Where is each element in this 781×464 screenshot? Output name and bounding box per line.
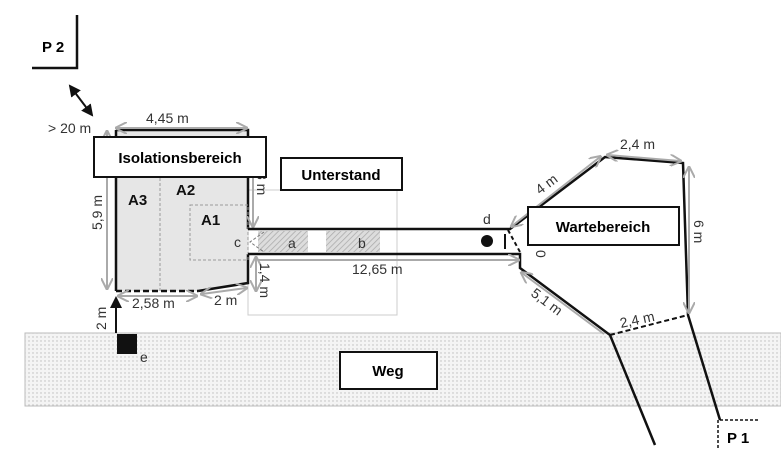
p1-label: P 1 — [727, 430, 749, 447]
iso-bottom-right-label: 2 m — [214, 292, 237, 308]
zone-a-label: a — [288, 235, 296, 251]
p1-marker: P 1 — [717, 419, 760, 448]
wait-diag-bottom-label: 5,1 m — [528, 285, 566, 319]
path-label: Weg — [372, 363, 403, 380]
marker-e-label: e — [140, 349, 148, 365]
zone-b-hatch — [326, 231, 380, 252]
marker-c-chevron — [249, 231, 265, 253]
p2-distance-label: > 20 m — [48, 120, 91, 136]
wait-entrance-label: 0 — [533, 250, 549, 258]
wait-diag-bottom-arrow — [522, 273, 605, 335]
wait-bottom-label: 2,4 m — [618, 308, 656, 331]
waiting-label: Wartebereich — [556, 219, 650, 236]
isolation-label: Isolationsbereich — [118, 150, 241, 167]
zone-a1-outline — [189, 204, 249, 261]
p2-label: P 2 — [42, 39, 64, 56]
shelter-label: Unterstand — [301, 167, 380, 184]
wait-right-label: 6 m — [691, 220, 707, 243]
marker-d-label: d — [483, 211, 491, 227]
iso-width-label: 4,45 m — [146, 110, 189, 126]
zone-a-hatch — [258, 231, 308, 252]
area-a3-label: A3 — [128, 192, 147, 209]
area-a2-label: A2 — [176, 182, 195, 199]
p2-distance-arrow — [68, 84, 94, 117]
path-label-box — [339, 351, 438, 390]
p2-marker: P 2 — [32, 15, 79, 70]
isolation-label-box — [93, 136, 267, 178]
area-a1-label: A1 — [201, 212, 220, 229]
wait-diag-top-arrow — [512, 157, 600, 226]
shelter-label-box — [280, 157, 403, 191]
waiting-label-box — [527, 206, 680, 246]
p2-corner-line — [32, 15, 79, 70]
marker-d-dot — [481, 235, 493, 247]
waiting-entrance-line — [507, 229, 521, 253]
iso-bottom-left-label: 2,58 m — [132, 295, 175, 311]
marker-c-label: c — [234, 234, 241, 250]
corridor-length-label: 12,65 m — [352, 261, 403, 277]
marker-e-square — [117, 334, 137, 354]
wait-bottom-open-edge — [609, 314, 689, 336]
iso-height-label: 5,9 m — [89, 195, 105, 230]
wait-top-arrow — [608, 155, 680, 161]
wait-top-label: 2,4 m — [620, 136, 655, 152]
to-e-label: 2 m — [93, 307, 109, 330]
iso-bottom-right-arrow — [202, 288, 246, 294]
zone-b-label: b — [358, 235, 366, 251]
p1-corner-line — [717, 419, 760, 448]
corridor-offset-label: 1,4 m — [257, 263, 273, 298]
